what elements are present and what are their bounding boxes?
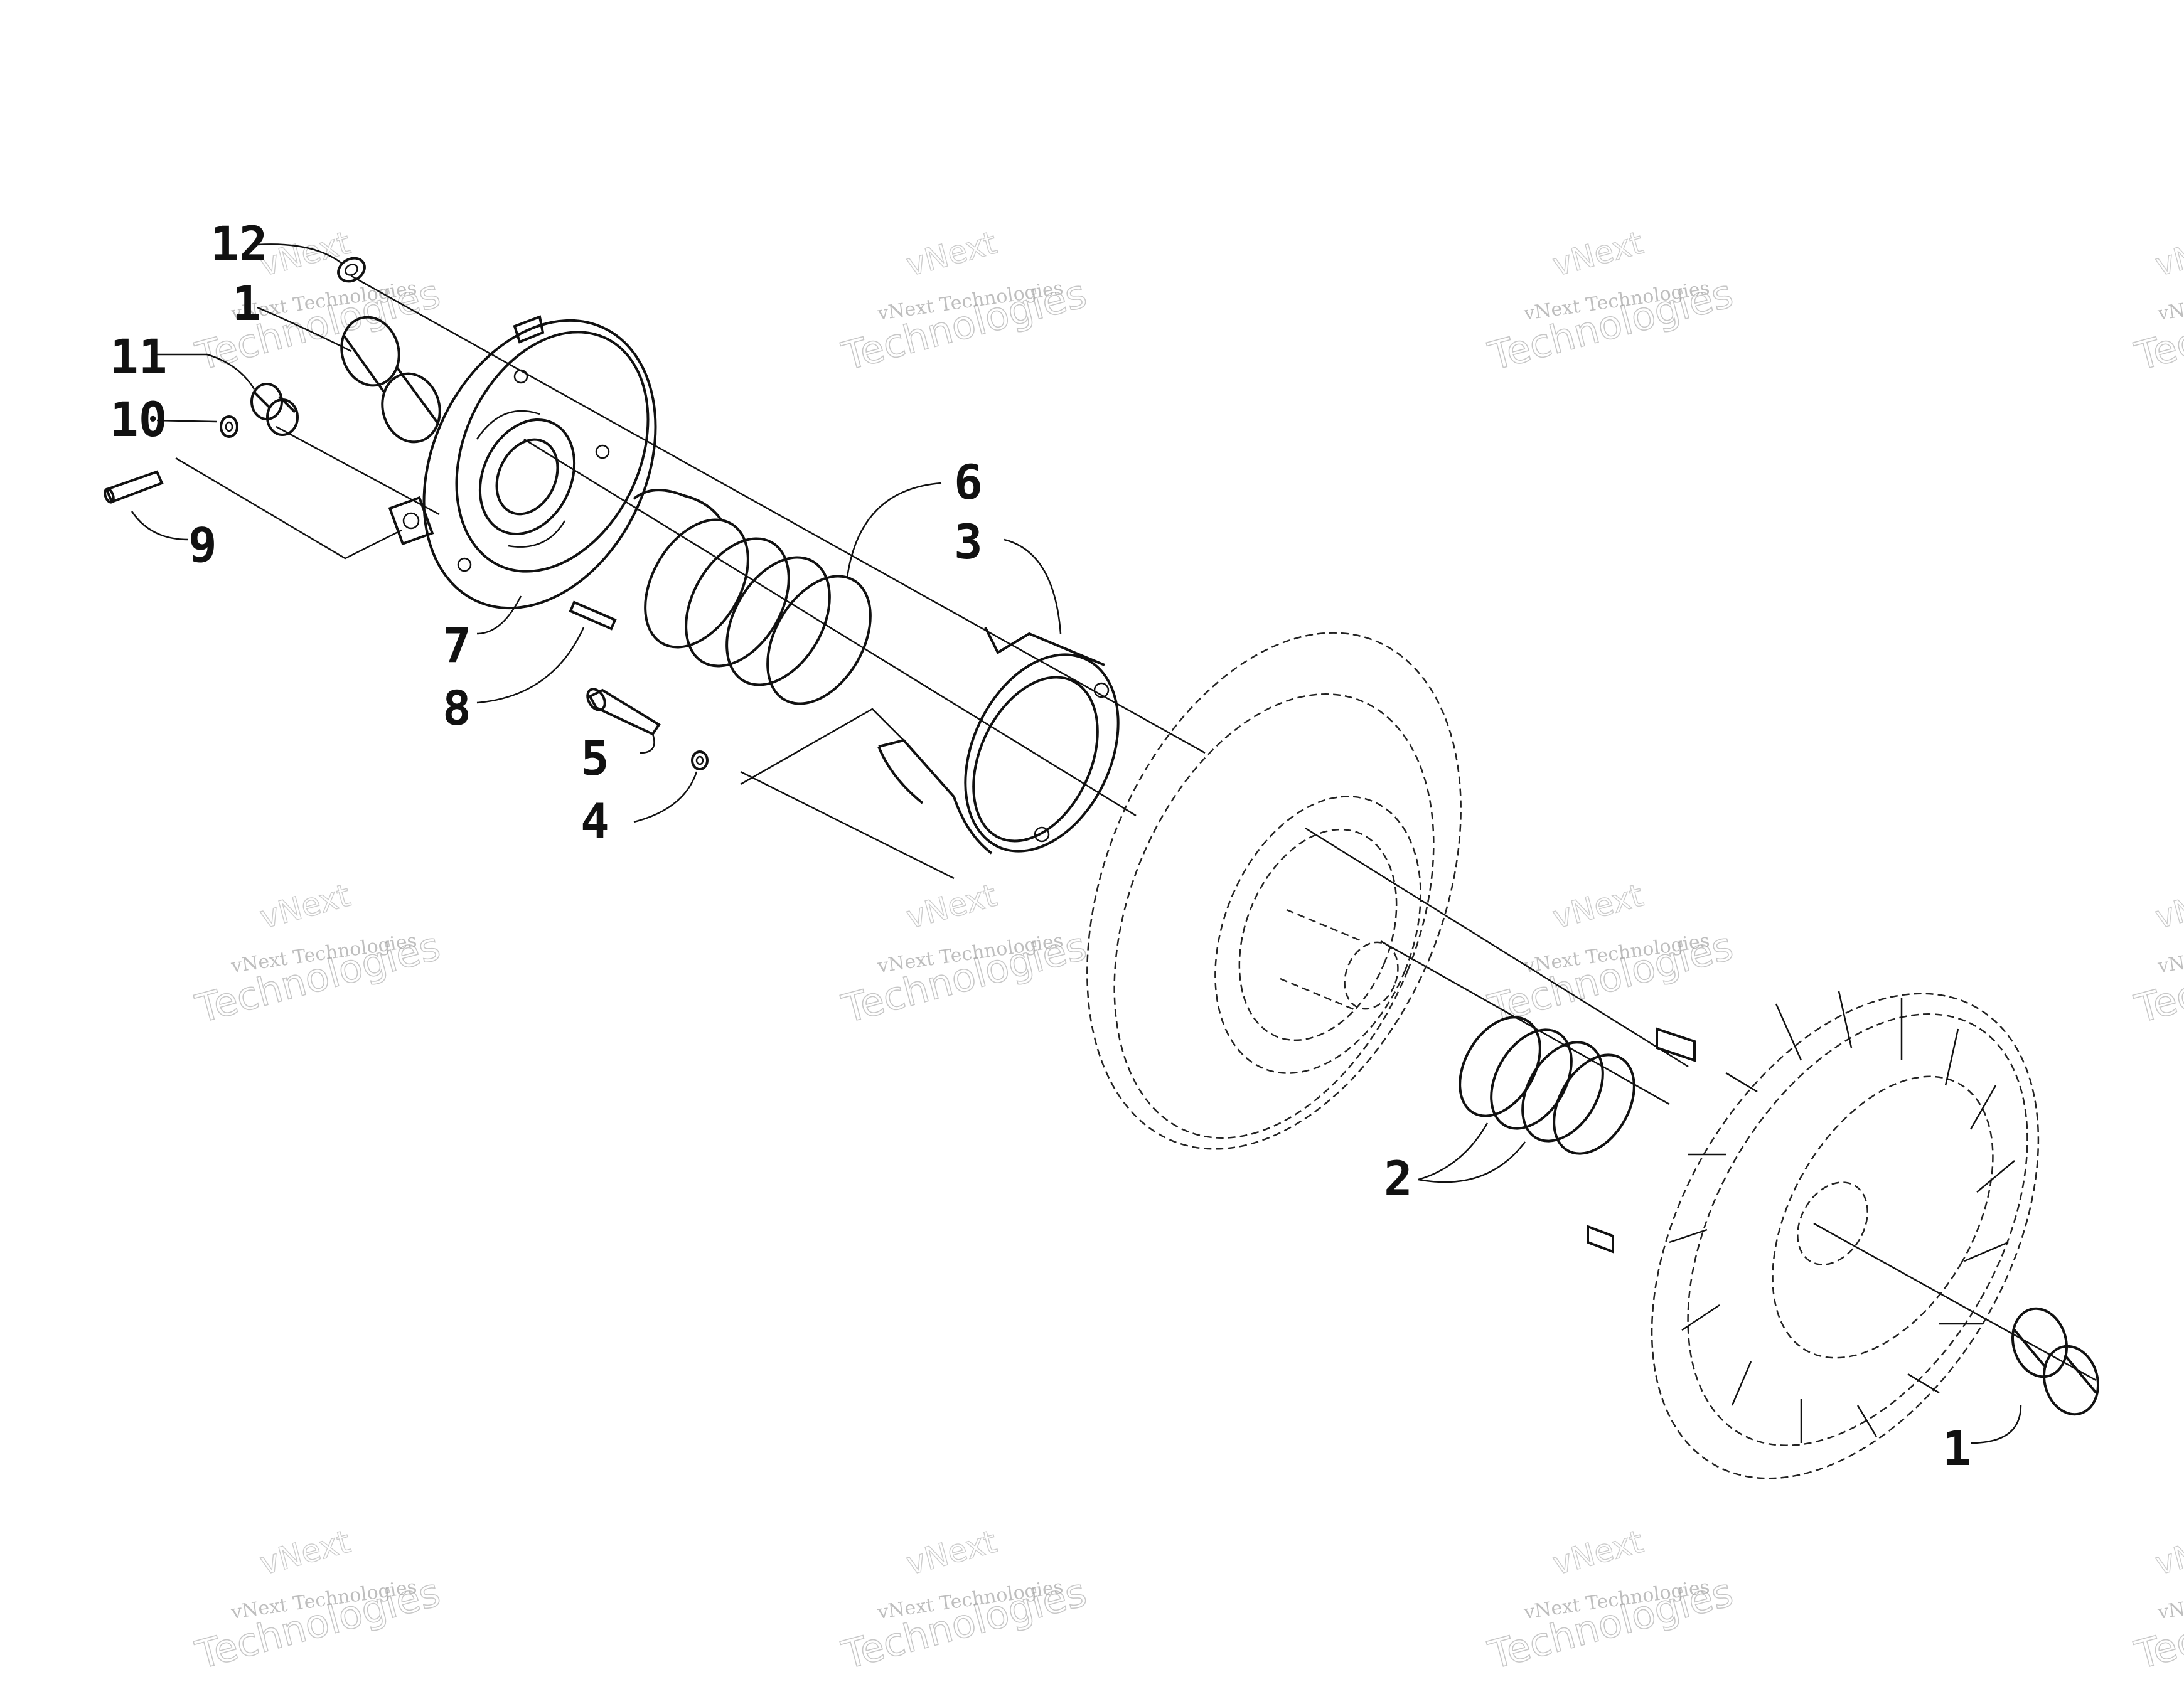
watermark-technologies: Technologies	[2130, 923, 2184, 1032]
watermark-technologies: Technologies	[2130, 270, 2184, 380]
callout-1-upper: 1	[232, 275, 261, 331]
bushing-lower-part	[2011, 1307, 2099, 1416]
small-spring-part	[1459, 1016, 1635, 1155]
callout-5: 5	[581, 730, 609, 786]
watermark-vnext: vNext	[902, 225, 1000, 284]
watermark-technologies: Technologies	[837, 1569, 1091, 1678]
watermark-vnext: vNext	[1549, 1523, 1647, 1582]
callout-9: 9	[188, 517, 217, 573]
watermark-technologies: Technologies	[837, 923, 1091, 1032]
watermark: vNext vNext Technologies Technologies	[2129, 224, 2184, 380]
callout-labels: 12 1 11 10 9 7 8 6 3 5 4 2 1	[110, 216, 1971, 1476]
watermark-technologies: Technologies	[191, 923, 445, 1032]
watermark-vnext: vNext	[902, 1523, 1000, 1582]
bushing-part	[340, 316, 441, 444]
watermark-technologies: Technologies	[191, 270, 445, 380]
watermark-vnext: vNext	[2151, 1523, 2184, 1582]
watermark-technologies: Technologies	[1484, 923, 1738, 1032]
watermark-vnext: vNext	[1549, 225, 1647, 284]
watermark: vNext vNext Technologies Technologies	[1483, 224, 1738, 380]
watermark: vNext vNext Technologies Technologies	[190, 1523, 445, 1678]
callout-7: 7	[442, 617, 471, 673]
watermark: vNext vNext Technologies Technologies	[2129, 1523, 2184, 1678]
watermark-layer: vNext vNext Technologies Technologies vN…	[190, 224, 2184, 1678]
watermark-vnext: vNext	[256, 877, 354, 936]
pin-small-part	[569, 600, 617, 631]
watermark-vnext: vNext	[902, 877, 1000, 936]
watermark-vnext: vNext	[2151, 225, 2184, 284]
watermark-vnext: vNext	[1549, 877, 1647, 936]
watermark: vNext vNext Technologies Technologies	[1483, 876, 1738, 1032]
roller-part	[250, 383, 299, 436]
watermark-technologies: Technologies	[2130, 1569, 2184, 1678]
watermark: vNext vNext Technologies Technologies	[1483, 1523, 1738, 1678]
nut-part	[337, 257, 366, 283]
assembly-centerlines	[276, 275, 2097, 1382]
leader-lines	[131, 243, 2022, 1444]
watermark-technologies: Technologies	[1484, 270, 1738, 380]
callout-2: 2	[1384, 1151, 1413, 1207]
spring-part	[633, 489, 872, 705]
watermark-text: vNext Technologies	[2156, 930, 2184, 978]
callout-6: 6	[954, 454, 983, 510]
callout-4: 4	[581, 793, 609, 849]
watermark: vNext vNext Technologies Technologies	[837, 224, 1091, 380]
watermark-text: vNext Technologies	[2156, 277, 2184, 325]
watermark-technologies: Technologies	[1484, 1569, 1738, 1678]
callout-8: 8	[442, 680, 471, 736]
callout-1-lower: 1	[1942, 1420, 1971, 1476]
callout-3: 3	[954, 514, 983, 570]
callout-12: 12	[210, 216, 268, 272]
watermark-vnext: vNext	[256, 1523, 354, 1582]
movable-sheave	[1587, 991, 2040, 1479]
cam-part	[877, 627, 1120, 855]
watermark-vnext: vNext	[2151, 877, 2184, 936]
washer-small-part	[691, 750, 709, 770]
watermark: vNext vNext Technologies Technologies	[837, 1523, 1091, 1678]
watermark: vNext vNext Technologies Technologies	[2129, 876, 2184, 1032]
callout-10: 10	[110, 392, 168, 447]
callout-11: 11	[110, 329, 168, 385]
washer-part	[220, 415, 238, 438]
watermark-text: vNext Technologies	[2156, 1576, 2184, 1624]
stationary-sheave	[1086, 632, 1462, 1150]
watermark: vNext vNext Technologies Technologies	[190, 876, 445, 1032]
pin-part	[104, 470, 164, 504]
watermark: vNext vNext Technologies Technologies	[837, 876, 1091, 1032]
cam-plate-part	[388, 315, 657, 610]
watermark-technologies: Technologies	[191, 1569, 445, 1678]
bolt-part	[586, 688, 661, 736]
watermark-technologies: Technologies	[837, 270, 1091, 380]
